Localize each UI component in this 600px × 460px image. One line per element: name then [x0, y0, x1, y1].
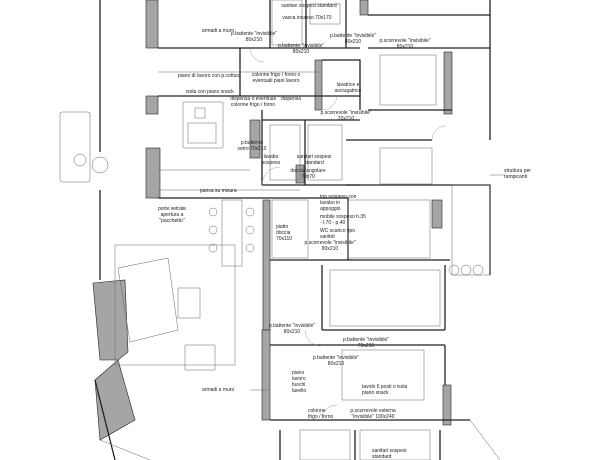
walls	[94, 0, 491, 460]
label-lavatrice: lavatrice e asciugatrice	[334, 82, 362, 94]
label-panca: panca su misura	[200, 188, 237, 194]
label-p-scorrevole-top: p.scorrevole "invisibile" 80x210	[379, 38, 431, 50]
label-piano-lavoro-fuochi: piano lavoro fuochi lavello	[292, 370, 307, 394]
label-dispensa-1: dispensa o eventuali colonne frigo / for…	[230, 96, 276, 108]
label-porte-vetrate: porte vetrate apertura a "pacchetto"	[157, 206, 187, 224]
label-p-battente-c: p.battente "invisibile" 80x210	[329, 33, 377, 45]
label-wc-scarico: WC scarico tipo sanitrit	[320, 228, 356, 240]
label-sanitari-bottom: sanitari sospesi	[372, 448, 407, 454]
label-tavolo: tavolo 6 posti o isola piano snack	[362, 384, 408, 396]
label-p-battente-lower3: p.battente "invisibile" 80x210	[312, 355, 360, 367]
label-colonne-frigo-bottom: colonne frigo / forno	[308, 408, 334, 420]
label-p-battente-lower2: p.battente "invisibile" 70x210	[342, 337, 390, 349]
label-p-scorrevole-mid: p.scorrevole "invisibile" 70x210	[320, 110, 372, 122]
label-p-battente-vetro: p.battente vetro 70x210	[237, 140, 267, 152]
label-piatto-doccia: piatto doccia 70x110	[276, 224, 293, 242]
label-lavabo-sospeso: lavabo sospeso	[261, 154, 281, 166]
label-dispensa-2: dispensa	[281, 96, 302, 102]
label-colonne-frigo-top: colonne frigo / forno o eventuali piani …	[251, 72, 301, 84]
label-isola: isola con piano snack	[186, 89, 234, 95]
label-sanitari-top: sanitari sospesi standard	[281, 3, 337, 9]
label-sanitari-mid: sanitari sospesi standard	[296, 154, 332, 166]
label-standard-bottom: standard	[372, 454, 392, 460]
wall-fills	[92, 0, 453, 441]
label-p-battente-a: p.battente "invisibile" 80x210	[230, 31, 278, 43]
label-doccia-angolare: doccia angolare 70x70	[290, 168, 326, 180]
label-struttura: struttura per rampicanti	[504, 168, 531, 180]
label-p-battente-lower1: p.battente "invisibile" 80x210	[268, 323, 316, 335]
label-piano-lavoro: piano di lavoro con p.cottura	[178, 73, 241, 79]
label-p-scorrevole-lower: p.scorrevole "invisibile" 80x210	[304, 240, 356, 252]
label-mobile-sospeso: mobile sospeso h.35 - l.70 - p.40	[320, 214, 366, 226]
label-top-sospeso: top sospeso con lavabo in appoggio	[320, 194, 357, 212]
label-p-scorrevole-esterna: p.scorrevole esterna "invisibile" 100x24…	[350, 408, 396, 420]
label-vasca: vasca incasso 70x170	[282, 15, 332, 21]
door-swings	[249, 47, 447, 421]
label-armadi-muro-bottom: armadi a muro	[202, 387, 235, 393]
furniture	[59, 0, 505, 460]
label-p-battente-b: p.battente "invisibile" 80x210	[277, 43, 325, 55]
label-armadi-muro-top: armadi a muro	[201, 28, 235, 34]
